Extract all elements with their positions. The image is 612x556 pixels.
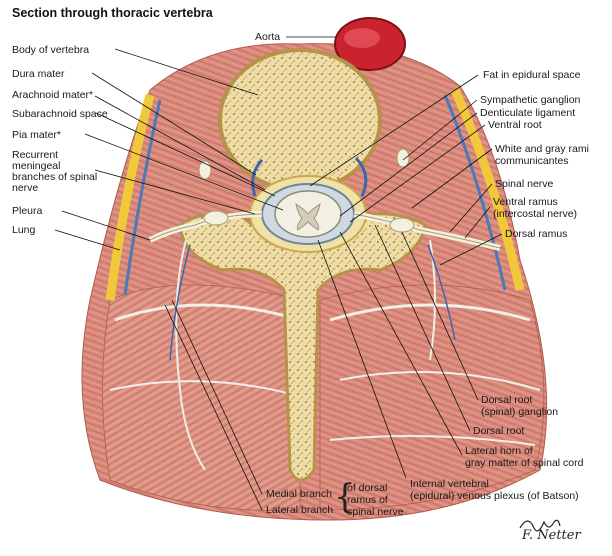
label-dorsal-root-ganglion-line-2: (spinal) ganglion bbox=[481, 406, 559, 418]
sympathetic-ganglion-right bbox=[396, 148, 410, 168]
label-pleura: Pleura bbox=[12, 205, 43, 217]
label-lung: Lung bbox=[12, 224, 36, 236]
gray-matter bbox=[295, 202, 321, 231]
label-sympathetic-ganglion: Sympathetic ganglion bbox=[480, 94, 581, 106]
label-venous-plexus-line-1: Internal vertebral bbox=[410, 478, 489, 490]
fascia-line bbox=[114, 303, 301, 322]
label-dorsal-ramus: Dorsal ramus bbox=[505, 228, 568, 240]
label-recurrent-meningeal-line-4: nerve bbox=[12, 182, 39, 194]
vessel bbox=[427, 244, 456, 341]
label-of-dorsal-ramus-line-3: spinal nerve bbox=[347, 506, 404, 518]
pleura-left-inner bbox=[123, 99, 162, 296]
label-fat-in-epidural-space: Fat in epidural space bbox=[483, 69, 581, 81]
dorsal-root-ganglion-right bbox=[389, 217, 415, 233]
signature-mark bbox=[519, 519, 561, 532]
vertebral-body bbox=[218, 48, 382, 192]
label-lateral-horn-line-1: Lateral horn of bbox=[465, 445, 533, 457]
label-ventral-ramus-line-1: Ventral ramus bbox=[493, 196, 558, 208]
label-denticulate-ligament: Denticulate ligament bbox=[480, 107, 576, 119]
fascia-line bbox=[329, 303, 531, 322]
venous-plexus bbox=[354, 156, 368, 197]
fascia-line bbox=[339, 371, 541, 391]
label-rami-communicantes-line-2: communicantes bbox=[495, 155, 569, 167]
label-dorsal-root-ganglion-line-1: Dorsal root bbox=[481, 394, 533, 406]
pleura-right-inner bbox=[443, 94, 507, 291]
erector-spinae-right bbox=[319, 284, 545, 511]
label-ventral-root: Ventral root bbox=[488, 119, 542, 131]
label-lateral-branch: Lateral branch bbox=[266, 504, 334, 516]
label-medial-branch: Medial branch bbox=[266, 488, 332, 500]
label-recurrent-meningeal-line-3: branches of spinal bbox=[12, 171, 98, 183]
label-venous-plexus-line-2: (epidural) venous plexus (of Batson) bbox=[410, 490, 579, 502]
label-subarachnoid-space: Subarachnoid space bbox=[12, 108, 108, 120]
dorsal-root-ganglion-left bbox=[203, 210, 229, 226]
sympathetic-ganglion-left bbox=[198, 160, 212, 180]
vessel bbox=[169, 244, 191, 361]
artist-signature: F. Netter bbox=[522, 528, 581, 543]
spinal-nerve-right-outline bbox=[353, 213, 501, 249]
label-lateral-horn-line-2: gray matter of spinal cord bbox=[465, 457, 584, 469]
fascia-line bbox=[329, 435, 536, 446]
label-pia-mater: Pia mater* bbox=[12, 129, 62, 141]
erector-spinae-left bbox=[102, 284, 301, 512]
aorta-highlight bbox=[344, 28, 380, 48]
label-arachnoid-mater: Arachnoid mater* bbox=[12, 89, 94, 101]
label-of-dorsal-ramus-line-2: ramus of bbox=[347, 494, 388, 506]
label-dura-mater: Dura mater bbox=[12, 68, 65, 80]
label-aorta: Aorta bbox=[255, 31, 281, 43]
diagram-title: Section through thoracic vertebra bbox=[12, 6, 213, 20]
label-body-of-vertebra: Body of vertebra bbox=[12, 44, 90, 56]
dorsal-ramus-branch bbox=[175, 239, 206, 471]
label-dorsal-root: Dorsal root bbox=[473, 425, 525, 437]
label-spinal-nerve: Spinal nerve bbox=[495, 178, 554, 190]
leader-lines bbox=[54, 36, 503, 511]
venous-plexus bbox=[251, 158, 264, 197]
spinal-nerve-left-outline bbox=[149, 213, 263, 241]
label-recurrent-meningeal-line-1: Recurrent bbox=[12, 149, 59, 161]
label-of-dorsal-ramus-line-1: of dorsal bbox=[347, 482, 388, 494]
label-recurrent-meningeal-line-2: meningeal bbox=[12, 160, 61, 172]
pleura-left bbox=[105, 93, 155, 301]
label-ventral-ramus-line-2: (intercostal nerve) bbox=[493, 208, 578, 220]
curly-brace: { bbox=[334, 477, 356, 517]
dorsal-ramus-branch bbox=[429, 239, 436, 361]
label-rami-communicantes-line-1: White and gray rami bbox=[495, 143, 589, 155]
